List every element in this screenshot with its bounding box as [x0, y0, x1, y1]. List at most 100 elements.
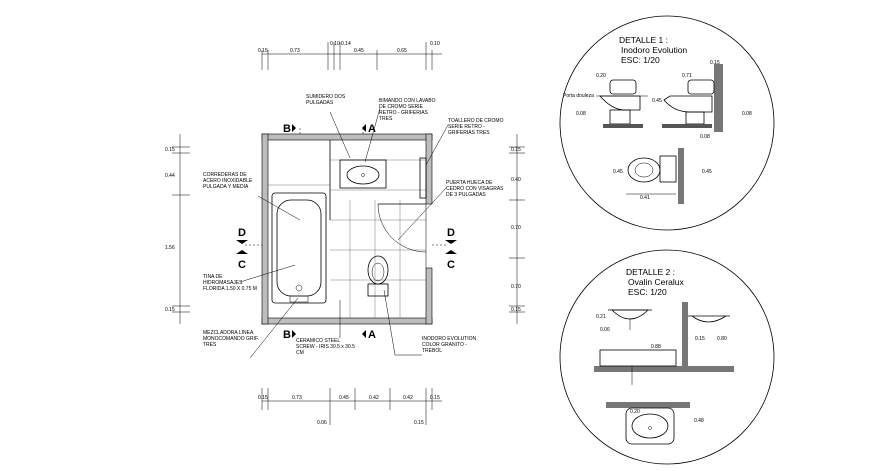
dim-right-3: 0.70: [511, 284, 521, 290]
dim-bottom-sub-0: 0.06: [317, 420, 327, 426]
detalle-2-title: DETALLE 2 :: [626, 267, 675, 277]
note-ceramico: CERAMICO STEEL SCREW - IRIS 30.5 x 30.5 …: [296, 338, 355, 356]
detalle-2-basin-elevation: [594, 302, 734, 385]
wall-bottom: [261, 317, 433, 325]
svg-text:0.45: 0.45: [613, 169, 623, 175]
dim-bottom-3: 0.42: [369, 395, 379, 401]
svg-text:0.20: 0.20: [630, 409, 640, 415]
dim-bottom-sub-1: 0.15: [414, 420, 424, 426]
floor-plan: B A B A D C D C: [236, 123, 457, 341]
dimensions-left: 0.15 0.44 1.56 0.15: [165, 134, 190, 324]
dim-top-6: 0.10: [430, 41, 440, 47]
detalle-1-circle: [559, 15, 775, 231]
detalle-1-label: Porta douleza: [563, 93, 594, 99]
wall-right-lower: [425, 267, 433, 325]
svg-text:C: C: [447, 259, 455, 271]
detalle-1-title: DETALLE 1 :: [619, 35, 668, 45]
dimensions-right: 0.15 0.40 0.70 0.70 0.15: [509, 134, 525, 324]
svg-text:0.08: 0.08: [700, 134, 710, 140]
dim-bottom-1: 0.73: [292, 395, 302, 401]
dim-top-2: 0.10: [330, 41, 340, 47]
note-puerta: PUERTA HUECA DE CEDRO CON VISAGRAS DE 3 …: [446, 180, 504, 198]
svg-text:0.15: 0.15: [710, 60, 720, 66]
note-inodoro: INODORO EVOLUTION COLOR GRANITO - TREBOL: [422, 336, 476, 354]
detalle-2-basin-section: [608, 309, 652, 330]
detalle-1-scale: ESC: 1/20: [621, 55, 660, 65]
dim-bottom-5: 0.15: [430, 395, 440, 401]
detalle-2-basin-plan: [606, 402, 690, 445]
dim-left-2: 1.56: [165, 245, 175, 251]
bathtub: [271, 192, 327, 304]
dim-right-2: 0.70: [511, 225, 521, 231]
svg-text:0.41: 0.41: [640, 195, 650, 201]
door: [377, 203, 427, 268]
section-mark-c-left: C: [236, 250, 248, 271]
svg-text:0.21: 0.21: [596, 314, 606, 320]
dim-right-0: 0.15: [511, 147, 521, 153]
svg-text:0.45: 0.45: [652, 98, 662, 104]
detalle-2-subtitle: Ovalin Ceralux: [628, 277, 684, 287]
svg-text:D: D: [447, 227, 455, 239]
detalle-1: DETALLE 1 : Inodoro Evolution ESC: 1/20: [559, 15, 775, 231]
toilet: [367, 255, 389, 297]
svg-text:D: D: [238, 227, 246, 239]
dim-top-4: 0.45: [354, 48, 364, 54]
dim-top-0: 0.15: [258, 48, 268, 54]
sink: [339, 159, 387, 189]
detalle-1-toilet-side: [596, 79, 648, 128]
svg-text:B: B: [283, 123, 291, 135]
wall-left: [261, 133, 269, 325]
detalle-1-subtitle: Inodoro Evolution: [621, 45, 687, 55]
dim-top-1: 0.73: [290, 48, 300, 54]
dim-bottom-4: 0.42: [403, 395, 413, 401]
dim-bottom-2: 0.45: [339, 395, 349, 401]
note-tina: TINA DE HIDROMASAJES FLORIDA 1.50 X 0.75…: [203, 274, 257, 292]
svg-text:A: A: [368, 123, 376, 135]
dimensions-top: 0.15 0.73 0.10 0.14 0.45 0.65 0.10: [258, 41, 442, 70]
svg-text:0.48: 0.48: [694, 418, 704, 424]
towel-rack: [419, 157, 427, 199]
dim-left-3: 0.15: [165, 307, 175, 313]
note-mezcladora: MEZCLADORA LINEA MONOCOMANDO GRIF. TRES: [203, 330, 259, 348]
wall-right-upper: [425, 133, 433, 205]
svg-text:0.08: 0.08: [742, 111, 752, 117]
svg-text:C: C: [238, 259, 246, 271]
dim-right-4: 0.15: [511, 307, 521, 313]
svg-text:0.15: 0.15: [695, 336, 705, 342]
section-mark-a-top: A: [362, 123, 376, 135]
dim-left-0: 0.15: [165, 147, 175, 153]
note-correderas: CORREDERAS DE ACERO INOXIDABLE PULGADA Y…: [203, 172, 252, 190]
note-toallero: TOALLERO DE CROMO SERIE RETRO - GRIFERIA…: [448, 118, 503, 136]
svg-text:0.88: 0.88: [651, 344, 661, 350]
section-mark-d-right: D: [445, 227, 457, 244]
note-lavabo: BIMANDO CON LAVABO DE CROMO SERIE RETRO …: [379, 98, 436, 122]
tile-grid: [268, 159, 426, 318]
dimensions-bottom: 0.15 0.73 0.45 0.42 0.42 0.15 0.06 0.15: [258, 388, 442, 426]
svg-text:0.06: 0.06: [600, 327, 610, 333]
svg-text:0.71: 0.71: [682, 73, 692, 79]
detalle-2-scale: ESC: 1/20: [628, 287, 667, 297]
dim-top-5: 0.65: [397, 48, 407, 54]
svg-text:0.45: 0.45: [702, 169, 712, 175]
dim-right-1: 0.40: [511, 177, 521, 183]
section-mark-c-right: C: [445, 250, 457, 271]
annotations: SUMIDERO DOS PULGADAS BIMANDO CON LAVABO…: [203, 94, 504, 359]
dim-left-1: 0.44: [165, 173, 175, 179]
detalle-1-toilet-elevation: [662, 64, 723, 132]
svg-text:0.20: 0.20: [596, 73, 606, 79]
section-mark-b-top: B: [283, 123, 296, 135]
svg-text:0.80: 0.80: [717, 336, 727, 342]
section-mark-b-bottom: B: [283, 329, 296, 341]
detalle-2-circle: [559, 249, 775, 465]
note-sumidero: SUMIDERO DOS PULGADAS: [306, 94, 345, 106]
svg-text:0.08: 0.08: [576, 111, 586, 117]
detalle-2: DETALLE 2 : Ovalin Ceralux ESC: 1/20 0.2…: [559, 249, 775, 465]
detalle-1-toilet-plan: [626, 148, 684, 204]
svg-text:B: B: [283, 329, 291, 341]
section-mark-a-bottom: A: [362, 329, 376, 341]
dim-top-3: 0.14: [341, 41, 351, 47]
section-mark-d-left: D: [236, 227, 248, 244]
dim-bottom-0: 0.15: [258, 395, 268, 401]
svg-text:A: A: [368, 329, 376, 341]
